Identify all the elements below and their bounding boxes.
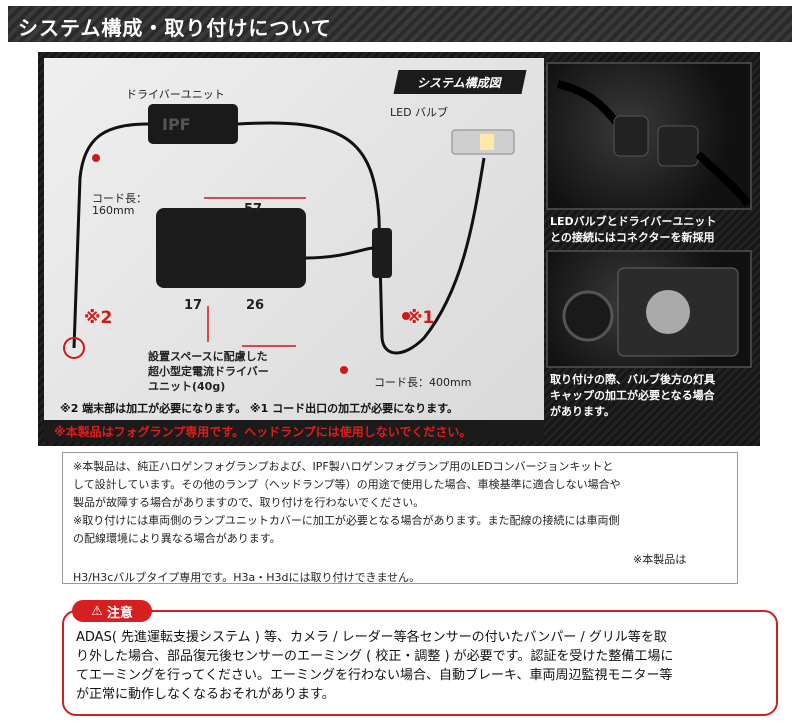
unit-desc-3: ユニット(40g) bbox=[148, 380, 226, 393]
lamp-unit-icon bbox=[562, 267, 739, 357]
install-caption-2: キャップの加工が必要となる場合 bbox=[550, 389, 715, 402]
install-caption-3: があります。 bbox=[550, 405, 615, 418]
marker-2: ※2 bbox=[84, 308, 113, 328]
dim-57: 57 bbox=[244, 202, 263, 217]
info-line-4: ※取り付けには車両側のランプユニットカバーに加工が必要となる場合があります。また… bbox=[73, 514, 620, 527]
connector-caption-1: LEDバルブとドライバーユニット bbox=[550, 215, 717, 228]
caution-line-3: てエーミングを行ってください。エーミングを行わない場合、自動ブレーキ、車両周辺監… bbox=[76, 668, 673, 683]
diagram-notes: ※2 端末部は加工が必要になります。 ※1 コード出口の加工が必要になります。 bbox=[60, 402, 458, 415]
info-line-1: ※本製品は、純正ハロゲンフォグランプおよび、IPF製ハロゲンフォグランプ用のLE… bbox=[73, 460, 614, 473]
fog-only-warning: ※本製品はフォグランプ専用です。ヘッドランプには使用しないでください。 bbox=[44, 420, 544, 442]
connector-photo bbox=[546, 62, 752, 210]
dim-26: 26 bbox=[246, 298, 265, 313]
info-line-6: ※本製品は bbox=[633, 553, 687, 566]
unit-desc-1: 設置スペースに配慮した bbox=[148, 350, 268, 363]
unit-closeup-shape bbox=[156, 208, 306, 288]
system-badge-text: システム構成図 bbox=[416, 75, 504, 90]
cord-400-label: コード長：400mm bbox=[374, 376, 472, 389]
led-bulb-label: LED バルブ bbox=[390, 106, 449, 119]
info-line-5: の配線環境により異なる場合があります。 bbox=[73, 532, 281, 545]
unit-desc-2: 超小型定電流ドライバー bbox=[148, 365, 269, 378]
system-diagram: IPF システム構成図 ドライバーユニット LED バルブ コード長： 160m… bbox=[44, 58, 544, 430]
caution-box: ADAS( 先進運転支援システム ) 等、カメラ / レーダー等各センサーの付い… bbox=[62, 610, 778, 716]
driver-unit-shape bbox=[148, 104, 238, 144]
cord-160-label-2: 160mm bbox=[92, 204, 135, 217]
install-photo bbox=[546, 250, 752, 368]
connector-icon bbox=[556, 80, 752, 207]
connector-caption-2: との接続にはコネクターを新採用 bbox=[550, 231, 715, 244]
caution-tag: ⚠ 注意 bbox=[72, 600, 152, 622]
marker-1: ※1 bbox=[406, 308, 435, 328]
info-line-3: 製品が故障する場合がありますので、取り付けを行わないでください。 bbox=[73, 496, 425, 509]
wiring-illustration: IPF bbox=[63, 104, 515, 374]
driver-unit-label: ドライバーユニット bbox=[126, 88, 225, 101]
install-caption-1: 取り付けの際、バルブ後方の灯具 bbox=[550, 373, 715, 386]
system-panel: IPF システム構成図 ドライバーユニット LED バルブ コード長： 160m… bbox=[38, 52, 760, 446]
svg-text:IPF: IPF bbox=[162, 115, 191, 134]
caution-line-1: ADAS( 先進運転支援システム ) 等、カメラ / レーダー等各センサーの付い… bbox=[76, 630, 667, 645]
inline-connector-shape bbox=[372, 228, 392, 278]
product-info-box: ※本製品は、純正ハロゲンフォグランプおよび、IPF製ハロゲンフォグランプ用のLE… bbox=[62, 452, 738, 584]
section-header: システム構成・取り付けについて bbox=[8, 6, 792, 42]
system-badge: システム構成図 bbox=[393, 70, 527, 94]
section-title: システム構成・取り付けについて bbox=[18, 16, 332, 40]
caution-line-2: り外した場合、部品復元後センサーのエーミング ( 校正・調整 ) が必要です。認… bbox=[76, 649, 674, 664]
dim-17: 17 bbox=[184, 298, 203, 313]
info-line-2: して設計しています。その他のランプ（ヘッドランプ等）の用途で使用した場合、車検基… bbox=[73, 478, 621, 491]
terminal-circle-2 bbox=[63, 337, 85, 359]
caution-tag-label: 注意 bbox=[106, 605, 133, 621]
caution-line-4: が正常に動作しなくなるおそれがあります。 bbox=[76, 687, 335, 702]
cord-160-label-1: コード長： bbox=[92, 192, 147, 205]
info-line-7: H3/H3cバルブタイプ専用です。H3a・H3dには取り付けできません。 bbox=[73, 571, 421, 584]
warning-triangle-icon: ⚠ bbox=[91, 603, 103, 619]
